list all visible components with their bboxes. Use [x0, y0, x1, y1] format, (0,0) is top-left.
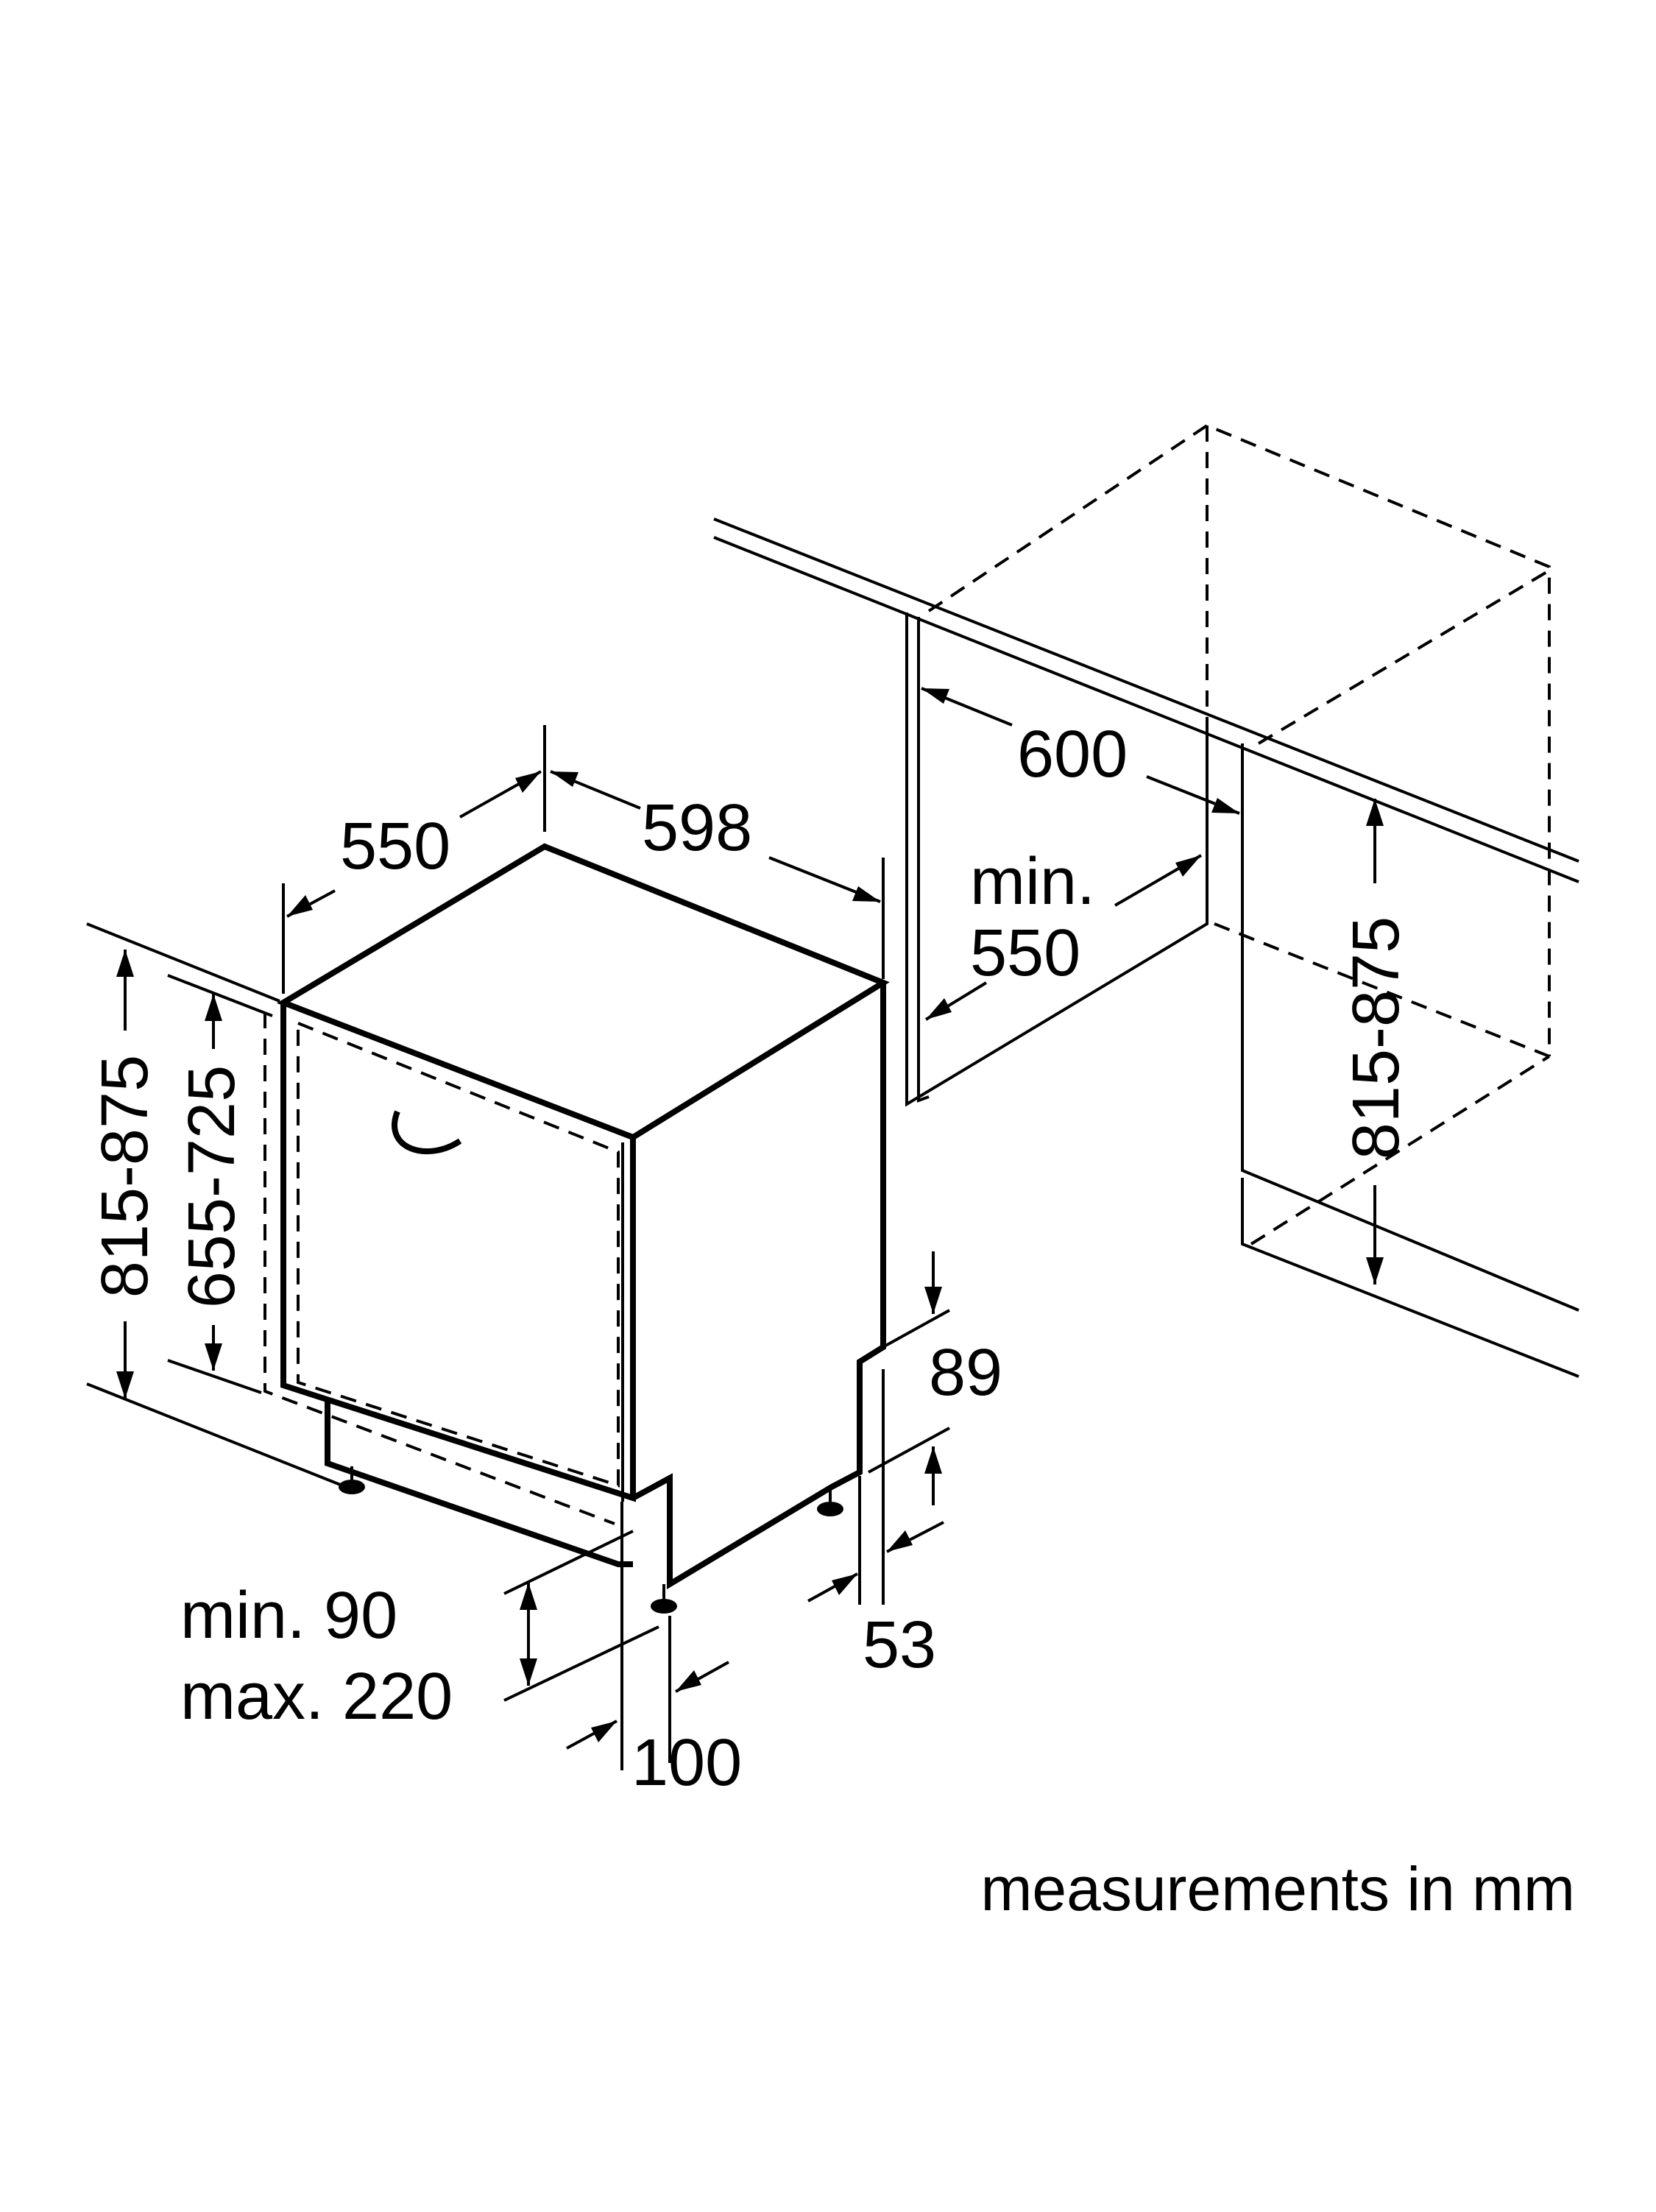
units-note: measurements in mm [980, 1854, 1575, 1923]
foot-back-right [817, 1502, 843, 1516]
arrow-head [1366, 799, 1384, 826]
arrow-head [1211, 798, 1239, 813]
niche-height-label: 815-875 [1340, 916, 1413, 1159]
foot-front-left [339, 1480, 365, 1494]
arrow-head [887, 1530, 913, 1552]
niche-floor-back-dashed [1214, 922, 1550, 1058]
arrow-head [1175, 855, 1201, 877]
arrow-head [924, 1287, 942, 1314]
front-door [280, 1003, 636, 1502]
arrow-head [287, 895, 313, 916]
arrow-head [591, 1721, 617, 1742]
toe-kick-height-dimension: min. 90 max. 220 [180, 1530, 659, 1734]
dishwasher-body [263, 843, 890, 1614]
niche-top-right-dashed [1257, 569, 1551, 745]
toe-kick-depth-label: 100 [631, 1726, 742, 1800]
arrow-head [924, 1446, 942, 1474]
plinth-bottom [327, 1462, 623, 1568]
appliance-width-label: 598 [642, 791, 752, 865]
toe-kick-label-line2: max. 220 [180, 1660, 453, 1734]
decor-panel-dashed [263, 1012, 615, 1525]
extension-line-top [503, 1530, 634, 1595]
niche-width-dimension: 600 [921, 687, 1240, 815]
arrow-head [852, 886, 880, 902]
arrow-head [116, 950, 134, 977]
right-side-face [631, 983, 886, 1590]
right-cabinet-panel [1241, 743, 1252, 1176]
plinth-offset-label: 89 [929, 1336, 1002, 1410]
door-height-dimension: 655-725 [167, 974, 273, 1394]
door-height-label: 655-725 [175, 1065, 249, 1308]
right-cabinet-base [1241, 1178, 1579, 1378]
appliance-depth-dimension: 550 [282, 725, 546, 994]
extension-line-bottom [86, 1382, 347, 1488]
niche-depth-dimension: min. 550 [924, 845, 1203, 1021]
arrow-head [205, 994, 222, 1021]
appliance-height-dimension: 815-875 [86, 922, 347, 1488]
plinth-gap-label: 53 [863, 1608, 936, 1682]
foot-front-right [651, 1599, 677, 1614]
arrow-head [515, 771, 541, 793]
countertop-edge-bottom [713, 536, 1579, 883]
countertop-edge-top [713, 517, 1579, 863]
arrow-head [832, 1574, 857, 1595]
niche-floor-right-dashed [1250, 1055, 1551, 1245]
niche-width-label: 600 [1017, 718, 1128, 791]
right-cabinet-base-edge [1250, 1173, 1579, 1312]
arrow-head [676, 1670, 701, 1692]
extension-line [866, 1309, 950, 1357]
extension-line-top [167, 974, 273, 1017]
top-face [276, 843, 890, 1141]
toe-kick-depth-dimension: 100 [566, 1502, 742, 1800]
niche-depth-label-line1: min. [970, 845, 1095, 919]
arrow-head [205, 1343, 222, 1371]
toe-kick-label-line1: min. 90 [180, 1579, 397, 1653]
arrow-head [520, 1583, 537, 1610]
appliance-height-label: 815-875 [88, 1055, 162, 1298]
extension-line-bottom [503, 1625, 659, 1702]
appliance-depth-label: 550 [340, 810, 450, 883]
extension-line-bottom [167, 1359, 262, 1394]
appliance-width-dimension: 598 [550, 770, 885, 979]
niche-height-dimension: 815-875 [1340, 799, 1413, 1285]
arrow-head [116, 1371, 134, 1399]
extension-line-top [86, 922, 280, 1003]
arrow-head [551, 771, 578, 787]
arrow-head [921, 688, 949, 704]
niche-outline [713, 423, 1579, 1378]
arrow-head [520, 1658, 537, 1686]
door-handle [392, 1110, 462, 1154]
left-cabinet-panel [917, 617, 930, 1103]
plinth-offset-dimension: 89 [866, 1251, 1002, 1505]
door-dashed-outline [297, 1022, 620, 1488]
arrow-head [926, 998, 952, 1020]
arrow-head [1366, 1257, 1384, 1285]
plinth-gap-dimension: 53 [807, 1369, 944, 1682]
niche-top-dashed [927, 423, 1551, 1056]
niche-depth-label-line2: 550 [970, 916, 1080, 990]
